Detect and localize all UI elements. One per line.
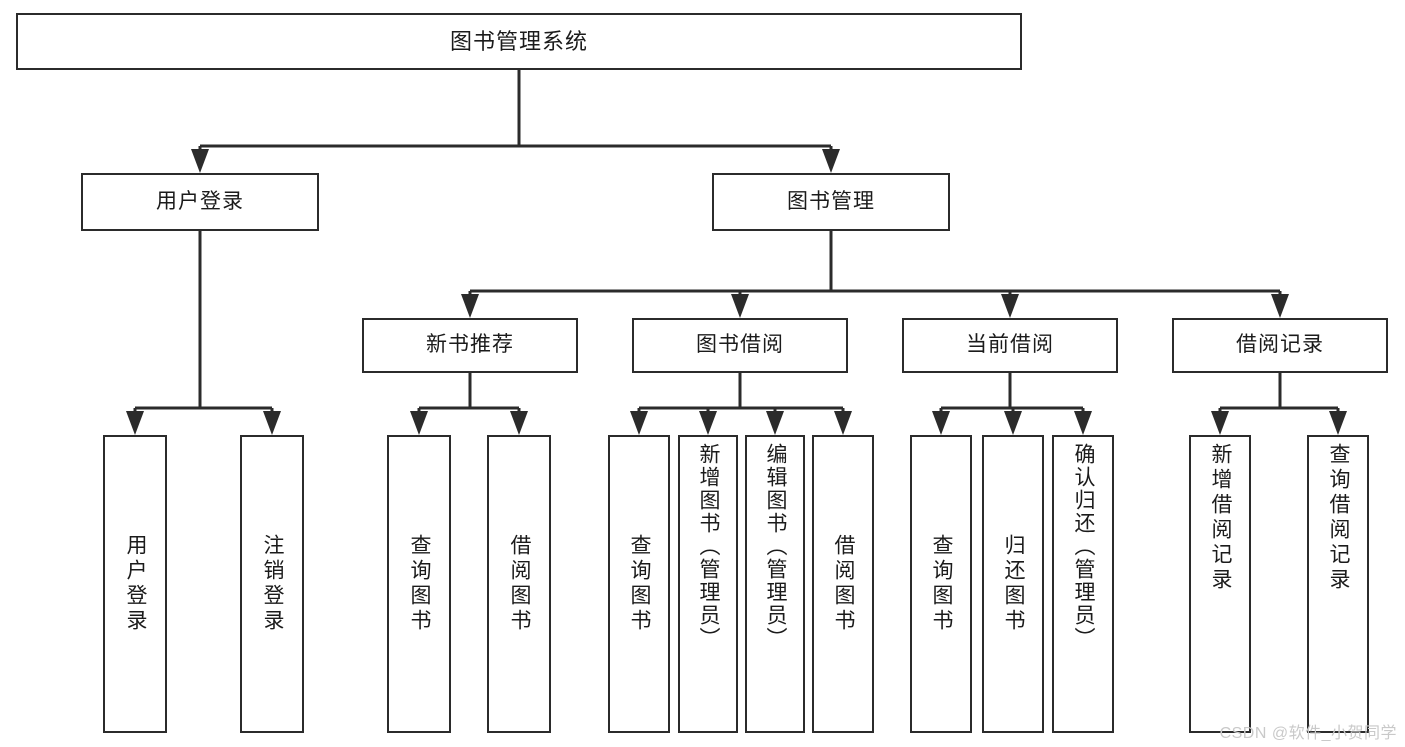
node-book-manage: 图书管理 bbox=[712, 173, 950, 231]
arrowhead-icon bbox=[191, 149, 209, 173]
node-label: 归还图书 bbox=[1002, 534, 1026, 634]
node-leaf-query-book-3: 查询图书 bbox=[910, 435, 972, 733]
node-label: 查询图书 bbox=[628, 534, 652, 634]
arrowhead-icon bbox=[822, 149, 840, 173]
node-label: 图书借阅 bbox=[696, 333, 784, 357]
arrowhead-icon bbox=[834, 411, 852, 435]
node-root: 图书管理系统 bbox=[16, 13, 1022, 70]
arrowhead-icon bbox=[766, 411, 784, 435]
node-label: 新增图书（管理员） bbox=[697, 443, 721, 650]
node-borrow-record: 借阅记录 bbox=[1172, 318, 1388, 373]
node-leaf-user-logout: 注销登录 bbox=[240, 435, 304, 733]
node-label: 用户登录 bbox=[156, 189, 244, 213]
node-label: 新书推荐 bbox=[426, 333, 514, 357]
arrowhead-icon bbox=[731, 294, 749, 318]
node-leaf-query-book-2: 查询图书 bbox=[608, 435, 670, 733]
node-leaf-add-book: 新增图书（管理员） bbox=[678, 435, 738, 733]
watermark-label: CSDN @软件_小贺同学 bbox=[1219, 725, 1397, 742]
node-user-login: 用户登录 bbox=[81, 173, 319, 231]
node-book-borrow: 图书借阅 bbox=[632, 318, 848, 373]
node-label: 查询图书 bbox=[930, 534, 954, 634]
node-new-book-rec: 新书推荐 bbox=[362, 318, 578, 373]
arrowhead-icon bbox=[1329, 411, 1347, 435]
node-leaf-add-record: 新增借阅记录 bbox=[1189, 435, 1251, 733]
node-leaf-borrow-book-2: 借阅图书 bbox=[812, 435, 874, 733]
node-label: 当前借阅 bbox=[966, 333, 1054, 357]
arrowhead-icon bbox=[1074, 411, 1092, 435]
arrowhead-icon bbox=[630, 411, 648, 435]
arrowhead-icon bbox=[699, 411, 717, 435]
arrowhead-icon bbox=[263, 411, 281, 435]
node-label: 借阅记录 bbox=[1236, 333, 1324, 357]
node-label: 查询图书 bbox=[408, 534, 432, 634]
arrowhead-icon bbox=[1004, 411, 1022, 435]
node-current-borrow: 当前借阅 bbox=[902, 318, 1118, 373]
arrowhead-icon bbox=[461, 294, 479, 318]
arrowhead-icon bbox=[932, 411, 950, 435]
arrowhead-icon bbox=[1211, 411, 1229, 435]
node-leaf-confirm-return: 确认归还（管理员） bbox=[1052, 435, 1114, 733]
arrowhead-icon bbox=[510, 411, 528, 435]
node-label: 图书管理系统 bbox=[449, 28, 588, 54]
node-label: 查询借阅记录 bbox=[1327, 443, 1351, 593]
node-leaf-query-record: 查询借阅记录 bbox=[1307, 435, 1369, 733]
node-label: 借阅图书 bbox=[832, 534, 856, 634]
node-label: 编辑图书（管理员） bbox=[764, 443, 788, 650]
arrowhead-icon bbox=[410, 411, 428, 435]
arrowhead-icon bbox=[1271, 294, 1289, 318]
node-leaf-user-login: 用户登录 bbox=[103, 435, 167, 733]
node-label: 图书管理 bbox=[787, 189, 875, 213]
node-label: 借阅图书 bbox=[508, 534, 532, 634]
node-leaf-edit-book: 编辑图书（管理员） bbox=[745, 435, 805, 733]
arrowhead-icon bbox=[126, 411, 144, 435]
node-leaf-return-book: 归还图书 bbox=[982, 435, 1044, 733]
node-leaf-borrow-book-1: 借阅图书 bbox=[487, 435, 551, 733]
node-label: 新增借阅记录 bbox=[1209, 443, 1233, 593]
arrowhead-icon bbox=[1001, 294, 1019, 318]
node-label: 确认归还（管理员） bbox=[1072, 443, 1096, 650]
node-label: 用户登录 bbox=[124, 534, 148, 634]
node-leaf-query-book-1: 查询图书 bbox=[387, 435, 451, 733]
node-label: 注销登录 bbox=[261, 534, 285, 634]
